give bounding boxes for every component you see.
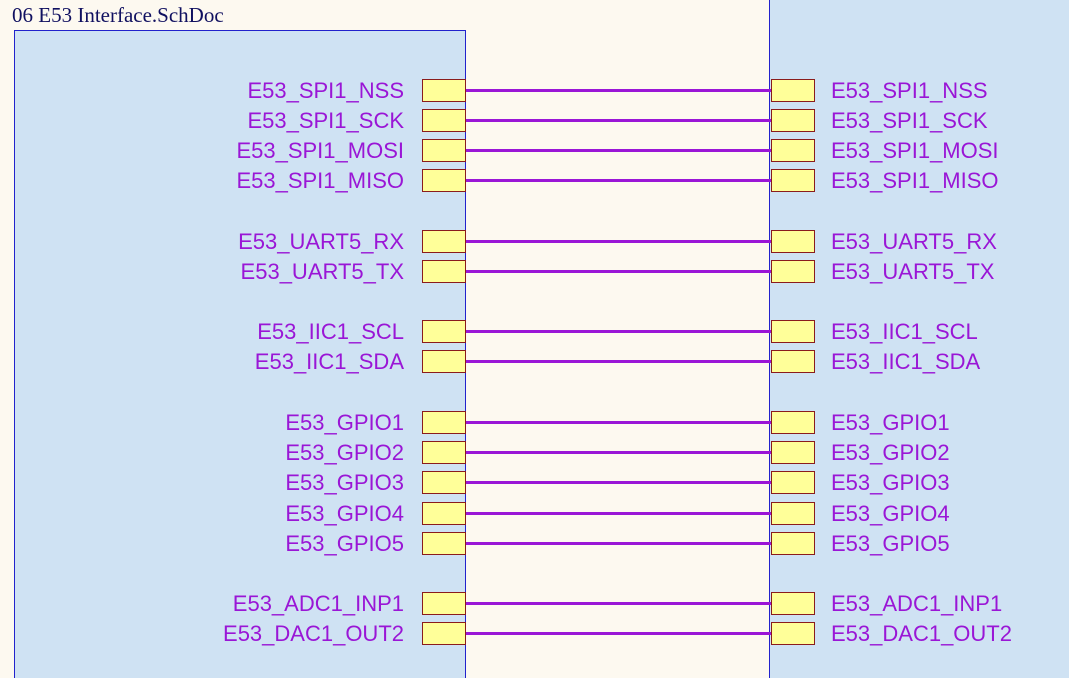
net-row: E53_IIC1_SCL E53_IIC1_SCL xyxy=(0,319,1069,345)
sheet-entry-port-left[interactable] xyxy=(422,471,466,494)
sheet-entry-label-right: E53_GPIO2 xyxy=(831,440,950,465)
sheet-entry-label-right: E53_IIC1_SDA xyxy=(831,349,981,374)
sheet-entry-port-left[interactable] xyxy=(422,320,466,343)
net-row: E53_SPI1_SCK E53_SPI1_SCK xyxy=(0,108,1069,134)
net-row: E53_GPIO3 E53_GPIO3 xyxy=(0,470,1069,496)
sheet-entry-port-left[interactable] xyxy=(422,169,466,192)
net-row: E53_DAC1_OUT2 E53_DAC1_OUT2 xyxy=(0,621,1069,647)
wire[interactable] xyxy=(466,421,771,424)
wire[interactable] xyxy=(466,481,771,484)
left-sheet-symbol[interactable] xyxy=(14,30,466,678)
sheet-entry-label-left: E53_GPIO3 xyxy=(285,470,404,495)
sheet-entry-port-right[interactable] xyxy=(771,532,815,555)
sheet-entry-port-left[interactable] xyxy=(422,592,466,615)
sheet-entry-port-right[interactable] xyxy=(771,169,815,192)
net-row: E53_IIC1_SDA E53_IIC1_SDA xyxy=(0,349,1069,375)
net-row: E53_ADC1_INP1 E53_ADC1_INP1 xyxy=(0,591,1069,617)
sheet-entry-label-right: E53_UART5_RX xyxy=(831,229,997,254)
sheet-entry-label-right: E53_UART5_TX xyxy=(831,259,995,284)
wire[interactable] xyxy=(466,119,771,122)
sheet-entry-label-left: E53_IIC1_SCL xyxy=(257,319,404,344)
net-row: E53_GPIO1 E53_GPIO1 xyxy=(0,410,1069,436)
sheet-entry-label-left: E53_UART5_RX xyxy=(238,229,404,254)
sheet-entry-label-right: E53_SPI1_NSS xyxy=(831,78,988,103)
sheet-entry-port-right[interactable] xyxy=(771,79,815,102)
sheet-entry-port-left[interactable] xyxy=(422,230,466,253)
wire[interactable] xyxy=(466,149,771,152)
wire[interactable] xyxy=(466,240,771,243)
sheet-entry-port-left[interactable] xyxy=(422,139,466,162)
sheet-entry-port-left[interactable] xyxy=(422,109,466,132)
sheet-entry-port-right[interactable] xyxy=(771,260,815,283)
sheet-entry-label-left: E53_GPIO4 xyxy=(285,501,404,526)
net-row: E53_UART5_RX E53_UART5_RX xyxy=(0,229,1069,255)
sheet-entry-label-right: E53_ADC1_INP1 xyxy=(831,591,1003,616)
wire[interactable] xyxy=(466,270,771,273)
sheet-entry-label-right: E53_IIC1_SCL xyxy=(831,319,978,344)
wire[interactable] xyxy=(466,360,771,363)
sheet-entry-label-right: E53_SPI1_SCK xyxy=(831,108,988,133)
net-row: E53_SPI1_NSS E53_SPI1_NSS xyxy=(0,78,1069,104)
net-row: E53_UART5_TX E53_UART5_TX xyxy=(0,259,1069,285)
sheet-entry-port-left[interactable] xyxy=(422,622,466,645)
wire[interactable] xyxy=(466,512,771,515)
sheet-entry-port-right[interactable] xyxy=(771,411,815,434)
net-row: E53_GPIO2 E53_GPIO2 xyxy=(0,440,1069,466)
wire[interactable] xyxy=(466,451,771,454)
sheet-entry-port-right[interactable] xyxy=(771,350,815,373)
sheet-entry-label-left: E53_GPIO5 xyxy=(285,531,404,556)
wire[interactable] xyxy=(466,89,771,92)
sheet-entry-label-right: E53_DAC1_OUT2 xyxy=(831,621,1012,646)
sheet-entry-label-left: E53_ADC1_INP1 xyxy=(232,591,404,616)
wire[interactable] xyxy=(466,179,771,182)
sheet-entry-port-left[interactable] xyxy=(422,260,466,283)
sheet-entry-port-right[interactable] xyxy=(771,230,815,253)
sheet-entry-label-left: E53_GPIO1 xyxy=(285,410,404,435)
sheet-entry-port-right[interactable] xyxy=(771,471,815,494)
sheet-entry-port-left[interactable] xyxy=(422,441,466,464)
sheet-entry-label-right: E53_GPIO4 xyxy=(831,501,950,526)
sheet-entry-label-left: E53_SPI1_NSS xyxy=(247,78,404,103)
net-row: E53_GPIO4 E53_GPIO4 xyxy=(0,501,1069,527)
net-row: E53_SPI1_MOSI E53_SPI1_MOSI xyxy=(0,138,1069,164)
sheet-entry-label-left: E53_DAC1_OUT2 xyxy=(223,621,404,646)
sheet-title: 06 E53 Interface.SchDoc xyxy=(12,3,224,27)
sheet-entry-label-right: E53_GPIO5 xyxy=(831,531,950,556)
sheet-entry-label-right: E53_GPIO3 xyxy=(831,470,950,495)
net-row: E53_GPIO5 E53_GPIO5 xyxy=(0,531,1069,557)
sheet-entry-port-right[interactable] xyxy=(771,592,815,615)
sheet-entry-label-left: E53_SPI1_SCK xyxy=(247,108,404,133)
wire[interactable] xyxy=(466,330,771,333)
sheet-entry-port-left[interactable] xyxy=(422,411,466,434)
wire[interactable] xyxy=(466,542,771,545)
sheet-entry-label-right: E53_SPI1_MOSI xyxy=(831,138,999,163)
sheet-entry-port-right[interactable] xyxy=(771,441,815,464)
sheet-entry-label-left: E53_UART5_TX xyxy=(240,259,404,284)
sheet-entry-port-right[interactable] xyxy=(771,622,815,645)
sheet-entry-label-right: E53_GPIO1 xyxy=(831,410,950,435)
sheet-entry-port-right[interactable] xyxy=(771,109,815,132)
sheet-entry-port-left[interactable] xyxy=(422,350,466,373)
wire[interactable] xyxy=(466,602,771,605)
sheet-entry-label-left: E53_SPI1_MOSI xyxy=(236,138,404,163)
sheet-entry-port-right[interactable] xyxy=(771,502,815,525)
sheet-entry-port-left[interactable] xyxy=(422,79,466,102)
sheet-entry-port-left[interactable] xyxy=(422,502,466,525)
right-sheet-symbol[interactable] xyxy=(769,0,1069,678)
sheet-entry-label-left: E53_SPI1_MISO xyxy=(236,168,404,193)
net-row: E53_SPI1_MISO E53_SPI1_MISO xyxy=(0,168,1069,194)
sheet-entry-label-right: E53_SPI1_MISO xyxy=(831,168,999,193)
sheet-entry-port-right[interactable] xyxy=(771,139,815,162)
sheet-entry-port-left[interactable] xyxy=(422,532,466,555)
sheet-entry-port-right[interactable] xyxy=(771,320,815,343)
sheet-entry-label-left: E53_GPIO2 xyxy=(285,440,404,465)
sheet-entry-label-left: E53_IIC1_SDA xyxy=(254,349,404,374)
wire[interactable] xyxy=(466,632,771,635)
